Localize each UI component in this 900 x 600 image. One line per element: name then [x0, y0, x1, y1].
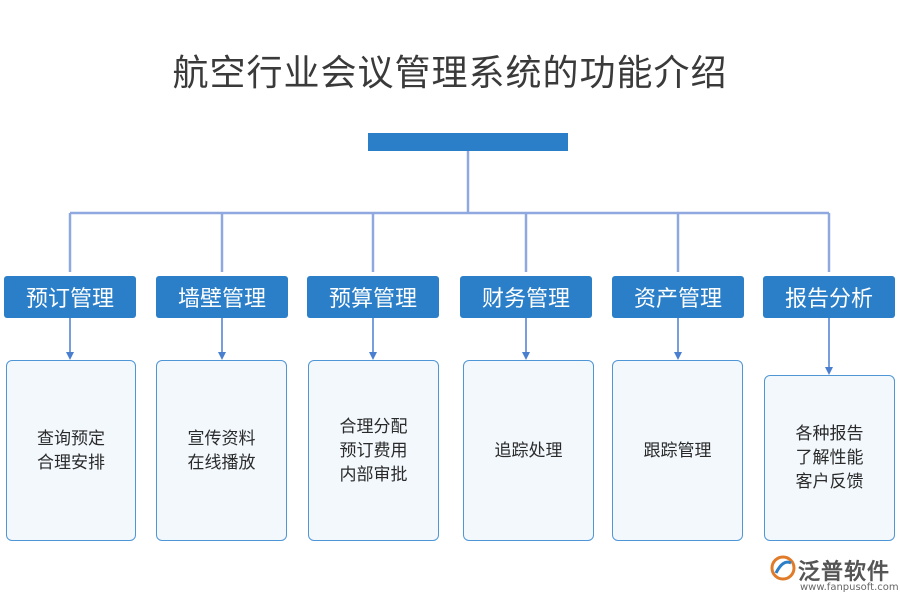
module-box: 财务管理 [460, 276, 592, 318]
function-list: 追踪处理 [495, 439, 563, 463]
function-list: 合理分配预订费用内部审批 [340, 415, 408, 487]
logo-url: www.fanpusoft.com [800, 582, 899, 593]
function-list: 宣传资料在线播放 [188, 427, 256, 475]
function-item: 预订费用 [339, 440, 408, 461]
module-box: 墙壁管理 [156, 276, 288, 318]
function-card: 跟踪管理 [612, 360, 743, 541]
function-item: 在线播放 [187, 452, 256, 473]
function-item: 跟踪管理 [643, 440, 712, 461]
function-item: 客户反馈 [795, 472, 864, 492]
function-list: 跟踪管理 [644, 439, 712, 463]
function-card: 宣传资料在线播放 [156, 360, 287, 541]
module-box: 预算管理 [307, 276, 439, 318]
logo-name: 泛普软件 [798, 560, 891, 585]
function-item: 合理分配 [339, 416, 408, 437]
function-list: 查询预定合理安排 [37, 427, 105, 475]
module-box: 报告分析 [763, 276, 895, 318]
function-item: 合理安排 [37, 452, 105, 473]
function-card: 合理分配预订费用内部审批 [308, 360, 439, 541]
function-card: 各种报告了解性能客户反馈 [764, 375, 895, 541]
brand-logo: 泛普软件 www.fanpusoft.com [768, 553, 899, 597]
function-item: 宣传资料 [187, 428, 256, 449]
function-card: 追踪处理 [463, 360, 594, 541]
function-item: 内部审批 [339, 464, 408, 485]
function-item: 了解性能 [795, 448, 864, 468]
function-item: 追踪处理 [494, 440, 563, 461]
root-node [368, 133, 568, 151]
page-title: 航空行业会议管理系统的功能介绍 [172, 53, 728, 94]
function-item: 查询预定 [37, 428, 105, 449]
function-list: 各种报告了解性能客户反馈 [796, 422, 864, 494]
function-item: 各种报告 [795, 424, 864, 444]
function-card: 查询预定合理安排 [6, 360, 136, 541]
fanpu-logo-icon [770, 555, 796, 581]
module-box: 预订管理 [4, 276, 136, 318]
module-box: 资产管理 [612, 276, 744, 318]
